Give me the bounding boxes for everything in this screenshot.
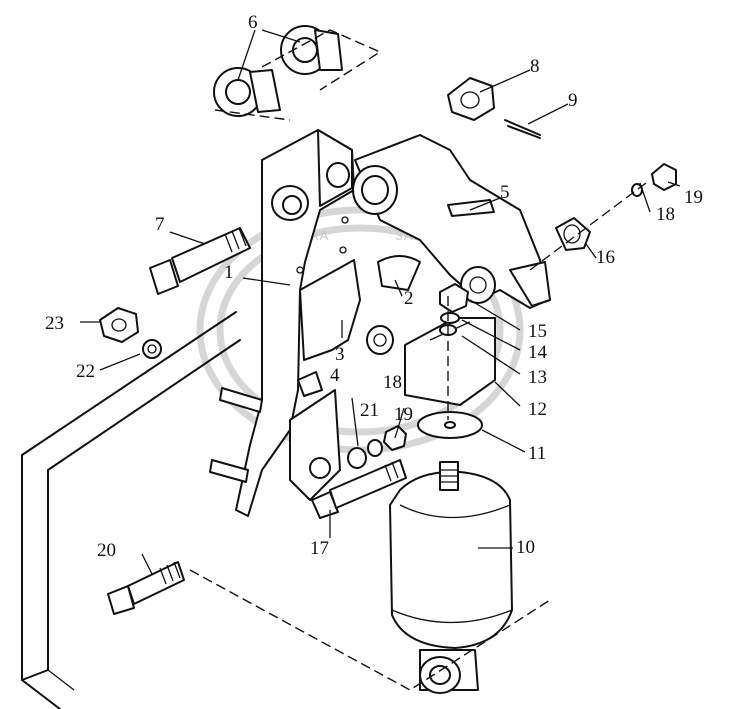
lever-part-5 <box>352 134 551 309</box>
frame-rail <box>21 311 241 709</box>
callout-7: 7 <box>155 214 165 235</box>
callout-14: 14 <box>528 342 548 363</box>
callout-4: 4 <box>330 365 340 386</box>
bolt-part-20 <box>107 561 185 615</box>
washer-part-11 <box>417 411 483 439</box>
washer-part-22 <box>142 339 162 359</box>
bushings-part-6 <box>213 25 382 121</box>
callout-19-upper: 19 <box>684 187 703 208</box>
callout-labels: 1 2 3 4 5 6 7 8 9 10 11 12 13 14 15 16 1… <box>45 12 703 561</box>
nut-part-23 <box>99 307 139 343</box>
callout-13: 13 <box>528 367 547 388</box>
callout-3: 3 <box>335 344 345 365</box>
callout-12: 12 <box>528 399 547 420</box>
bushing-part-3 <box>366 325 394 355</box>
callout-15: 15 <box>528 321 547 342</box>
callout-11: 11 <box>528 443 546 464</box>
bolt-part-7 <box>149 227 251 295</box>
bracket-part-1 <box>235 129 361 517</box>
callout-18-upper: 18 <box>656 204 675 225</box>
callout-22: 22 <box>76 361 95 382</box>
small-parts-13-15 <box>439 283 469 420</box>
bolt-part-17 <box>311 459 407 519</box>
rubber-stop-part-2 <box>377 255 421 291</box>
callout-9: 9 <box>568 90 578 111</box>
callout-1: 1 <box>224 262 234 283</box>
callout-17: 17 <box>310 538 329 559</box>
assembly-axis-lower <box>189 569 551 691</box>
leader-lines <box>80 29 681 575</box>
bushing-part-16 <box>555 217 591 251</box>
callout-8: 8 <box>530 56 540 77</box>
callout-18-lower: 18 <box>383 372 402 393</box>
callout-10: 10 <box>516 537 535 558</box>
shock-absorber-part-10 <box>389 461 513 694</box>
callout-5: 5 <box>500 182 510 203</box>
callout-20: 20 <box>97 540 116 561</box>
callout-21: 21 <box>360 400 379 421</box>
mounting-bolts <box>209 371 323 483</box>
callout-23: 23 <box>45 313 64 334</box>
assembly-axis-right <box>529 179 651 271</box>
callout-6: 6 <box>248 12 258 33</box>
callout-2: 2 <box>404 288 414 309</box>
callout-19-lower: 19 <box>394 404 413 425</box>
callout-16: 16 <box>596 247 615 268</box>
nut-part-8 <box>447 77 495 121</box>
cotter-pin-part-9 <box>504 119 541 139</box>
nut-part-19-top <box>651 163 677 191</box>
